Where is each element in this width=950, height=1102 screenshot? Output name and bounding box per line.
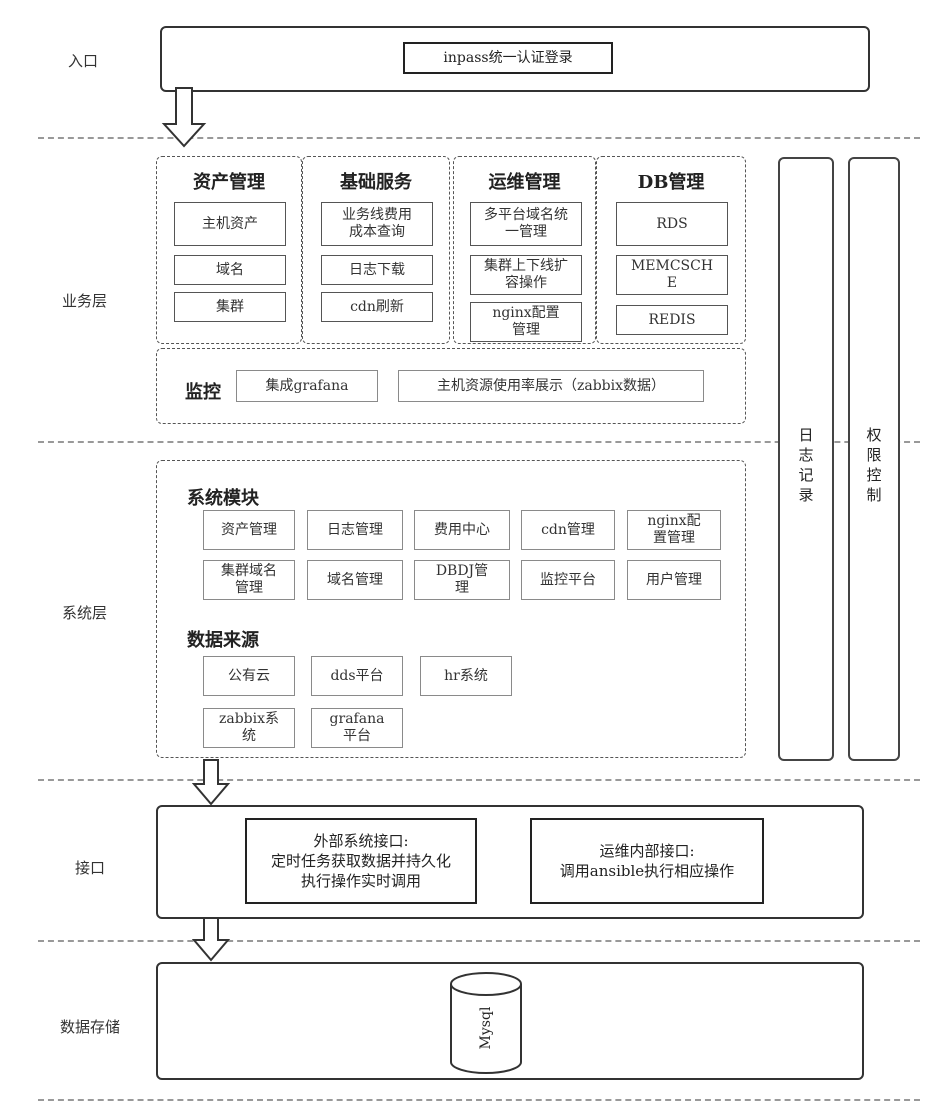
ops-group [453, 156, 596, 344]
layer-label-system: 系统层 [62, 604, 108, 622]
ops-title: 运维管理 [488, 172, 561, 193]
layer-label-interface: 接口 [75, 859, 106, 877]
layer-label-entry: 入口 [68, 52, 99, 70]
separator [38, 1099, 920, 1101]
monitor-group [156, 348, 746, 424]
separator [38, 137, 920, 139]
asset-group [156, 156, 302, 344]
source-dds: dds平台 [311, 656, 403, 696]
module-cost: 费用中心 [414, 510, 510, 550]
asset-title: 资产管理 [193, 172, 265, 193]
module-asset: 资产管理 [203, 510, 295, 550]
down-arrow-icon [192, 915, 231, 962]
login-box: inpass统一认证登录 [403, 42, 613, 74]
module-cdn: cdn管理 [521, 510, 615, 550]
module-domain: 域名管理 [307, 560, 403, 600]
base-title: 基础服务 [340, 172, 412, 193]
base-item-log: 日志下载 [321, 255, 433, 285]
module-user: 用户管理 [627, 560, 721, 600]
ops-item-domain: 多平台域名统一管理 [470, 202, 582, 246]
separator [38, 441, 920, 443]
module-monitor: 监控平台 [521, 560, 615, 600]
source-zabbix: zabbix系统 [203, 708, 295, 748]
permission-control-label: 权限控制 [866, 426, 882, 504]
external-interface-box: 外部系统接口: 定时任务获取数据并持久化 执行操作实时调用 [245, 818, 477, 904]
base-group [302, 156, 450, 344]
module-nginx: nginx配置管理 [627, 510, 721, 550]
layer-label-business: 业务层 [62, 292, 108, 310]
monitor-item-grafana: 集成grafana [236, 370, 378, 402]
db-item-memcache: MEMCSCHE [616, 255, 728, 295]
database-icon [450, 972, 522, 1074]
module-dbdj: DBDJ管理 [414, 560, 510, 600]
db-group [596, 156, 746, 344]
ops-item-nginx: nginx配置管理 [470, 302, 582, 342]
log-record-label: 日志记录 [798, 426, 814, 504]
log-record-bar [778, 157, 834, 761]
source-grafana: grafana平台 [311, 708, 403, 748]
monitor-item-zabbix: 主机资源使用率展示（zabbix数据） [398, 370, 704, 402]
down-arrow-icon [192, 759, 231, 806]
system-group [156, 460, 746, 758]
permission-control-bar [848, 157, 900, 761]
base-item-cdn: cdn刷新 [321, 292, 433, 322]
db-item-rds: RDS [616, 202, 728, 246]
module-cluster-domain: 集群域名管理 [203, 560, 295, 600]
system-modules-title: 系统模块 [187, 488, 259, 509]
db-title: DB管理 [637, 172, 705, 193]
down-arrow-icon [161, 87, 207, 148]
db-item-redis: REDIS [616, 305, 728, 335]
data-sources-title: 数据来源 [187, 630, 259, 651]
source-public-cloud: 公有云 [203, 656, 295, 696]
ops-item-cluster: 集群上下线扩容操作 [470, 255, 582, 295]
base-item-cost: 业务线费用成本查询 [321, 202, 433, 246]
module-log: 日志管理 [307, 510, 403, 550]
layer-label-storage: 数据存储 [60, 1018, 121, 1036]
mysql-label: Mysql [478, 1006, 494, 1050]
asset-item-domain: 域名 [174, 255, 286, 285]
asset-item-cluster: 集群 [174, 292, 286, 322]
separator [38, 779, 920, 781]
separator [38, 940, 920, 942]
monitor-title: 监控 [185, 382, 221, 403]
asset-item-host: 主机资产 [174, 202, 286, 246]
source-hr: hr系统 [420, 656, 512, 696]
internal-interface-box: 运维内部接口: 调用ansible执行相应操作 [530, 818, 764, 904]
